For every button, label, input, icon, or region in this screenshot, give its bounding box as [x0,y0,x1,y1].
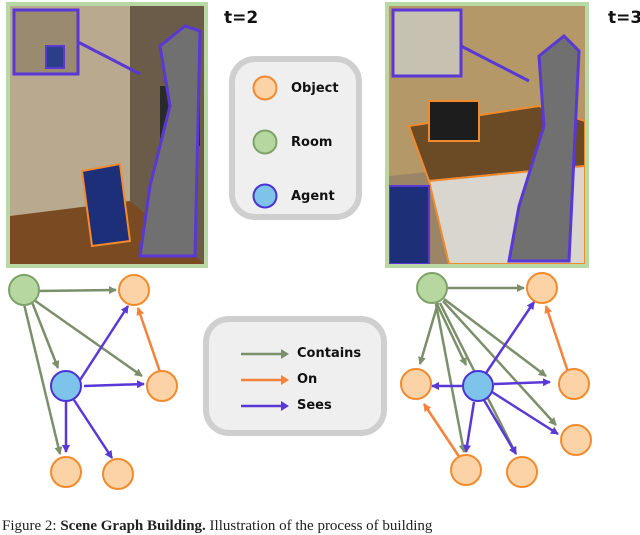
edges-sees-t3 [431,301,559,455]
edges-contains [22,286,143,455]
legend-sees: Sees [239,398,332,413]
graph-t3 [400,272,592,488]
caption-bold: Scene Graph Building. [60,518,206,534]
object-node [506,456,538,488]
legend-contains-label: Contains [297,346,362,361]
object-node [102,458,134,490]
object-node [558,368,590,400]
legend-contains: Contains [239,346,361,361]
trash-bin-icon [80,162,132,248]
legend-agent-label: Agent [291,188,335,204]
object-node [400,368,432,400]
object-node [450,454,482,486]
graph-t2 [8,274,178,490]
frame-t2-image [6,2,208,268]
caption-prefix: Figure 2: [2,518,61,534]
agent-node [50,370,82,402]
object-node [118,274,150,306]
legend-room: Room [251,128,332,156]
object-node [50,456,82,488]
legend-on: On [239,372,317,387]
object-node-icon [252,75,278,101]
figure-caption: Figure 2: Scene Graph Building. Illustra… [2,518,432,535]
contains-arrow-icon [241,348,289,359]
edges-contains-t3 [418,284,557,455]
frame-t3-scene [389,6,585,264]
legend-on-label: On [297,372,318,387]
legend-object: Object [251,74,339,102]
robot-arm-icon-2 [507,33,581,263]
robot-arm-icon [138,24,202,258]
edges-on [136,307,162,373]
room-node [416,272,448,304]
object-node [560,424,592,456]
agent-node-icon [252,183,278,209]
agent-node [462,370,494,402]
edges-sees [62,305,145,459]
frame-t3-time-label: t=3 [608,8,640,28]
caption-rest: Illustration of the process of building [205,518,433,534]
object-node [146,370,178,402]
coffee-machine-icon [428,100,480,142]
edges-on-t3 [422,305,570,459]
legend-object-label: Object [291,80,339,96]
inset-zoom-2 [391,8,463,78]
on-arrow-icon [241,374,289,385]
frame-t2-scene [10,6,204,264]
object-node [526,272,558,304]
legend-sees-label: Sees [297,398,332,413]
legend-agent: Agent [251,182,335,210]
frame-t3-image [385,2,589,268]
legend-room-label: Room [291,134,333,150]
room-node [8,274,40,306]
room-node-icon [252,129,278,155]
node-legend: Object Room Agent [229,56,362,220]
edge-legend: Contains On Sees [203,316,387,436]
frame-t2-time-label: t=2 [224,8,259,28]
sees-arrow-icon [241,400,289,411]
